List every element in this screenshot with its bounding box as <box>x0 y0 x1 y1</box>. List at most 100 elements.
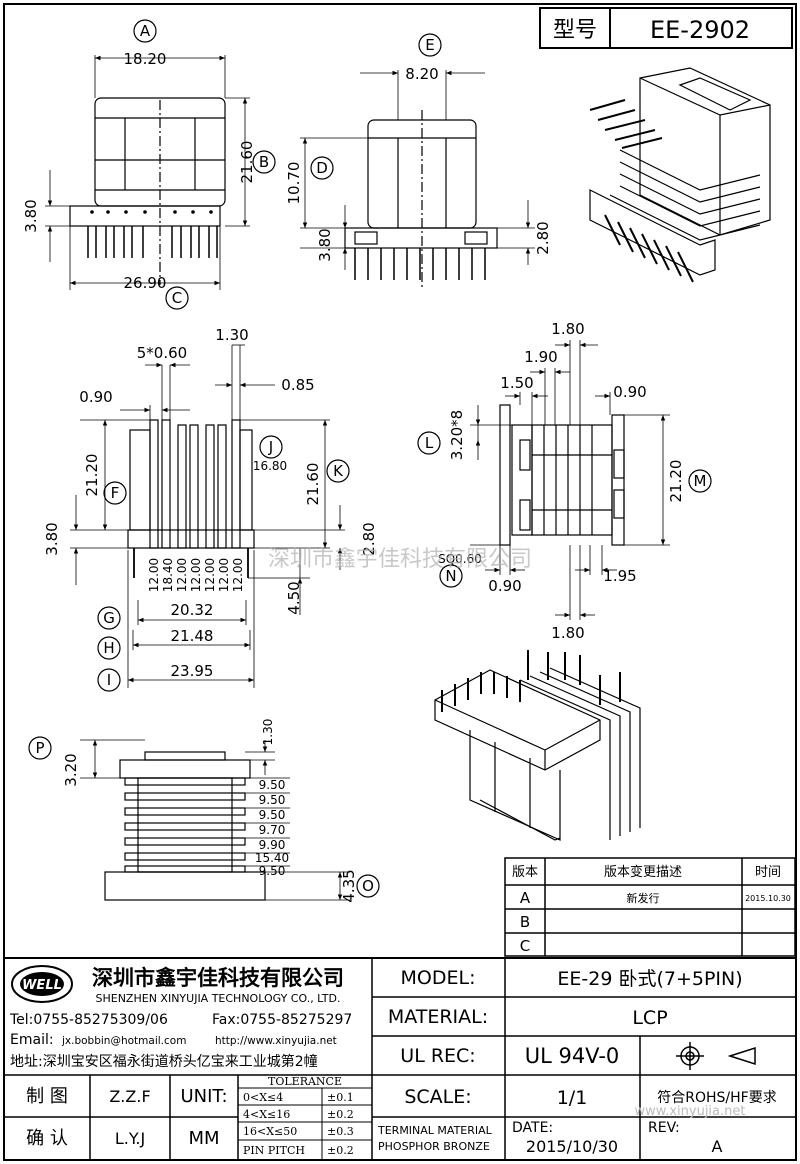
stack-dim-5: 9.90 <box>259 838 286 852</box>
revision-table <box>504 857 796 957</box>
top-dim-190: 1.90 <box>524 348 557 366</box>
projection-symbol-icon <box>676 1042 756 1070</box>
label-b: B <box>259 153 269 171</box>
tol-value-2: ±0.2 <box>327 1108 354 1121</box>
dim-sq: SQ0.60 <box>438 552 482 566</box>
top-dim-090-r: 0.90 <box>613 383 646 401</box>
title-block <box>4 957 796 1160</box>
watermark-text: 深圳市鑫宇佳科技有限公司 <box>268 547 532 572</box>
label-c: C <box>172 289 182 307</box>
tb-date-label: DATE: <box>512 1120 553 1136</box>
tol-value-3: ±0.3 <box>327 1125 354 1138</box>
tb-terminal-line2: PHOSPHOR BRONZE <box>378 1140 490 1153</box>
label-m: M <box>694 472 707 490</box>
vdim-4: 12.00 <box>189 558 203 592</box>
stack-dim-3: 9.50 <box>259 808 286 822</box>
label-a: A <box>140 22 151 40</box>
label-p: P <box>35 739 44 757</box>
dim-e: 8.20 <box>405 65 438 83</box>
label-g: G <box>103 609 115 627</box>
dim-c: 26.90 <box>124 274 167 292</box>
tb-rohs: 符合ROHS/HF要求 <box>657 1090 776 1106</box>
top-dim-180-bottom: 1.80 <box>551 624 584 642</box>
dim-i: 23.95 <box>171 662 214 680</box>
tb-ulrec-label: UL REC: <box>400 1045 475 1067</box>
company-address: 地址:深圳宝安区福永街道桥头亿宝来工业城第2幢 <box>10 1053 318 1070</box>
dim-d: 10.70 <box>285 162 303 205</box>
dim-b: 21.60 <box>238 141 256 184</box>
stack-dim-6: 15.40 <box>255 851 289 865</box>
tol-range-2: 4<X≤16 <box>243 1108 290 1121</box>
stack-dim-1: 9.50 <box>259 778 286 792</box>
company-email-label: Email: <box>10 1032 54 1048</box>
dim-pinwidth: 5*0.60 <box>137 344 187 362</box>
pin-dim-450: 4.50 <box>285 581 303 614</box>
vdim-1: 12.00 <box>147 558 161 592</box>
header-model-box: 型号 EE-2902 <box>539 7 793 49</box>
dim-m: 21.20 <box>667 460 685 503</box>
dim-l: 3.20*8 <box>448 410 466 460</box>
tol-range-3: 16<X≤50 <box>243 1125 297 1138</box>
rev-row-b-rev: B <box>520 913 530 931</box>
top-dim-150: 1.50 <box>500 374 533 392</box>
dim-a: 18.20 <box>124 50 167 68</box>
label-i: I <box>107 671 111 689</box>
label-e: E <box>425 36 434 54</box>
pin-dim-085: 0.85 <box>281 376 314 394</box>
section-dim-130: 1.30 <box>261 719 275 746</box>
tb-unit-value: MM <box>188 1128 219 1149</box>
company-fax: Fax:0755-85275297 <box>212 1012 352 1028</box>
tb-unit-label: UNIT: <box>180 1086 227 1107</box>
company-logo: WELL <box>11 965 73 1003</box>
vdim-5: 12.00 <box>203 558 217 592</box>
header-model-value: EE-2902 <box>650 16 750 44</box>
tb-check-label: 确 认 <box>26 1128 68 1149</box>
label-h: H <box>103 639 114 657</box>
label-f: F <box>111 484 120 502</box>
front-dim-base: 3.80 <box>22 199 40 232</box>
pin-dim-380: 3.80 <box>43 522 61 555</box>
front-view <box>45 19 276 310</box>
rev-header-desc: 版本变更描述 <box>604 864 682 880</box>
dim-k: 21.60 <box>304 463 322 506</box>
rev-row-c-rev: C <box>520 937 530 955</box>
company-email: jx.bobbin@hotmail.com <box>61 1035 186 1047</box>
tb-check-value: L.Y.J <box>115 1129 145 1148</box>
tol-range-1: 0<X≤4 <box>243 1091 283 1104</box>
label-d: D <box>316 159 328 177</box>
rev-header-version: 版本 <box>512 865 538 880</box>
dim-g: 20.32 <box>171 601 214 619</box>
tb-model-label: MODEL: <box>401 967 476 989</box>
vdim-6: 12.00 <box>217 558 231 592</box>
dim-h: 21.48 <box>171 627 214 645</box>
pin-view <box>70 344 350 692</box>
label-n: N <box>445 567 456 585</box>
tb-draw-label: 制 图 <box>26 1086 68 1107</box>
company-tel: Tel:0755-85275309/06 <box>9 1012 168 1028</box>
top-view <box>417 340 712 620</box>
pin-dim-130: 1.30 <box>215 326 248 344</box>
tb-terminal-line1: TERMINAL MATERIAL <box>377 1124 493 1137</box>
company-web: http://www.xinyujia.net <box>215 1035 337 1047</box>
vdim-2: 18.40 <box>161 558 175 592</box>
isometric-view-bottom <box>434 650 641 841</box>
dim-o: 4.35 <box>340 869 358 902</box>
label-j: J <box>268 438 273 456</box>
sheet-border <box>3 3 797 1161</box>
top-dim-195: 1.95 <box>603 567 636 585</box>
label-l: L <box>425 434 434 452</box>
rev-header-time: 时间 <box>755 865 781 880</box>
label-k: K <box>333 462 344 480</box>
top-dim-180-top: 1.80 <box>551 320 584 338</box>
tb-model-value: EE-29 卧式(7+5PIN) <box>557 968 742 990</box>
header-model-label: 型号 <box>553 18 597 43</box>
tol-value-1: ±0.1 <box>327 1091 354 1104</box>
tol-range-4: PIN PITCH <box>243 1144 305 1157</box>
tb-rev-value: A <box>712 1137 723 1156</box>
stack-dim-2: 9.50 <box>259 793 286 807</box>
rev-row-a-date: 2015.10.30 <box>745 894 791 903</box>
dim-f: 21.20 <box>83 454 101 497</box>
side-dim-base: 3.80 <box>316 228 334 261</box>
watermark-url: www.xinyujia.net <box>635 1104 746 1119</box>
